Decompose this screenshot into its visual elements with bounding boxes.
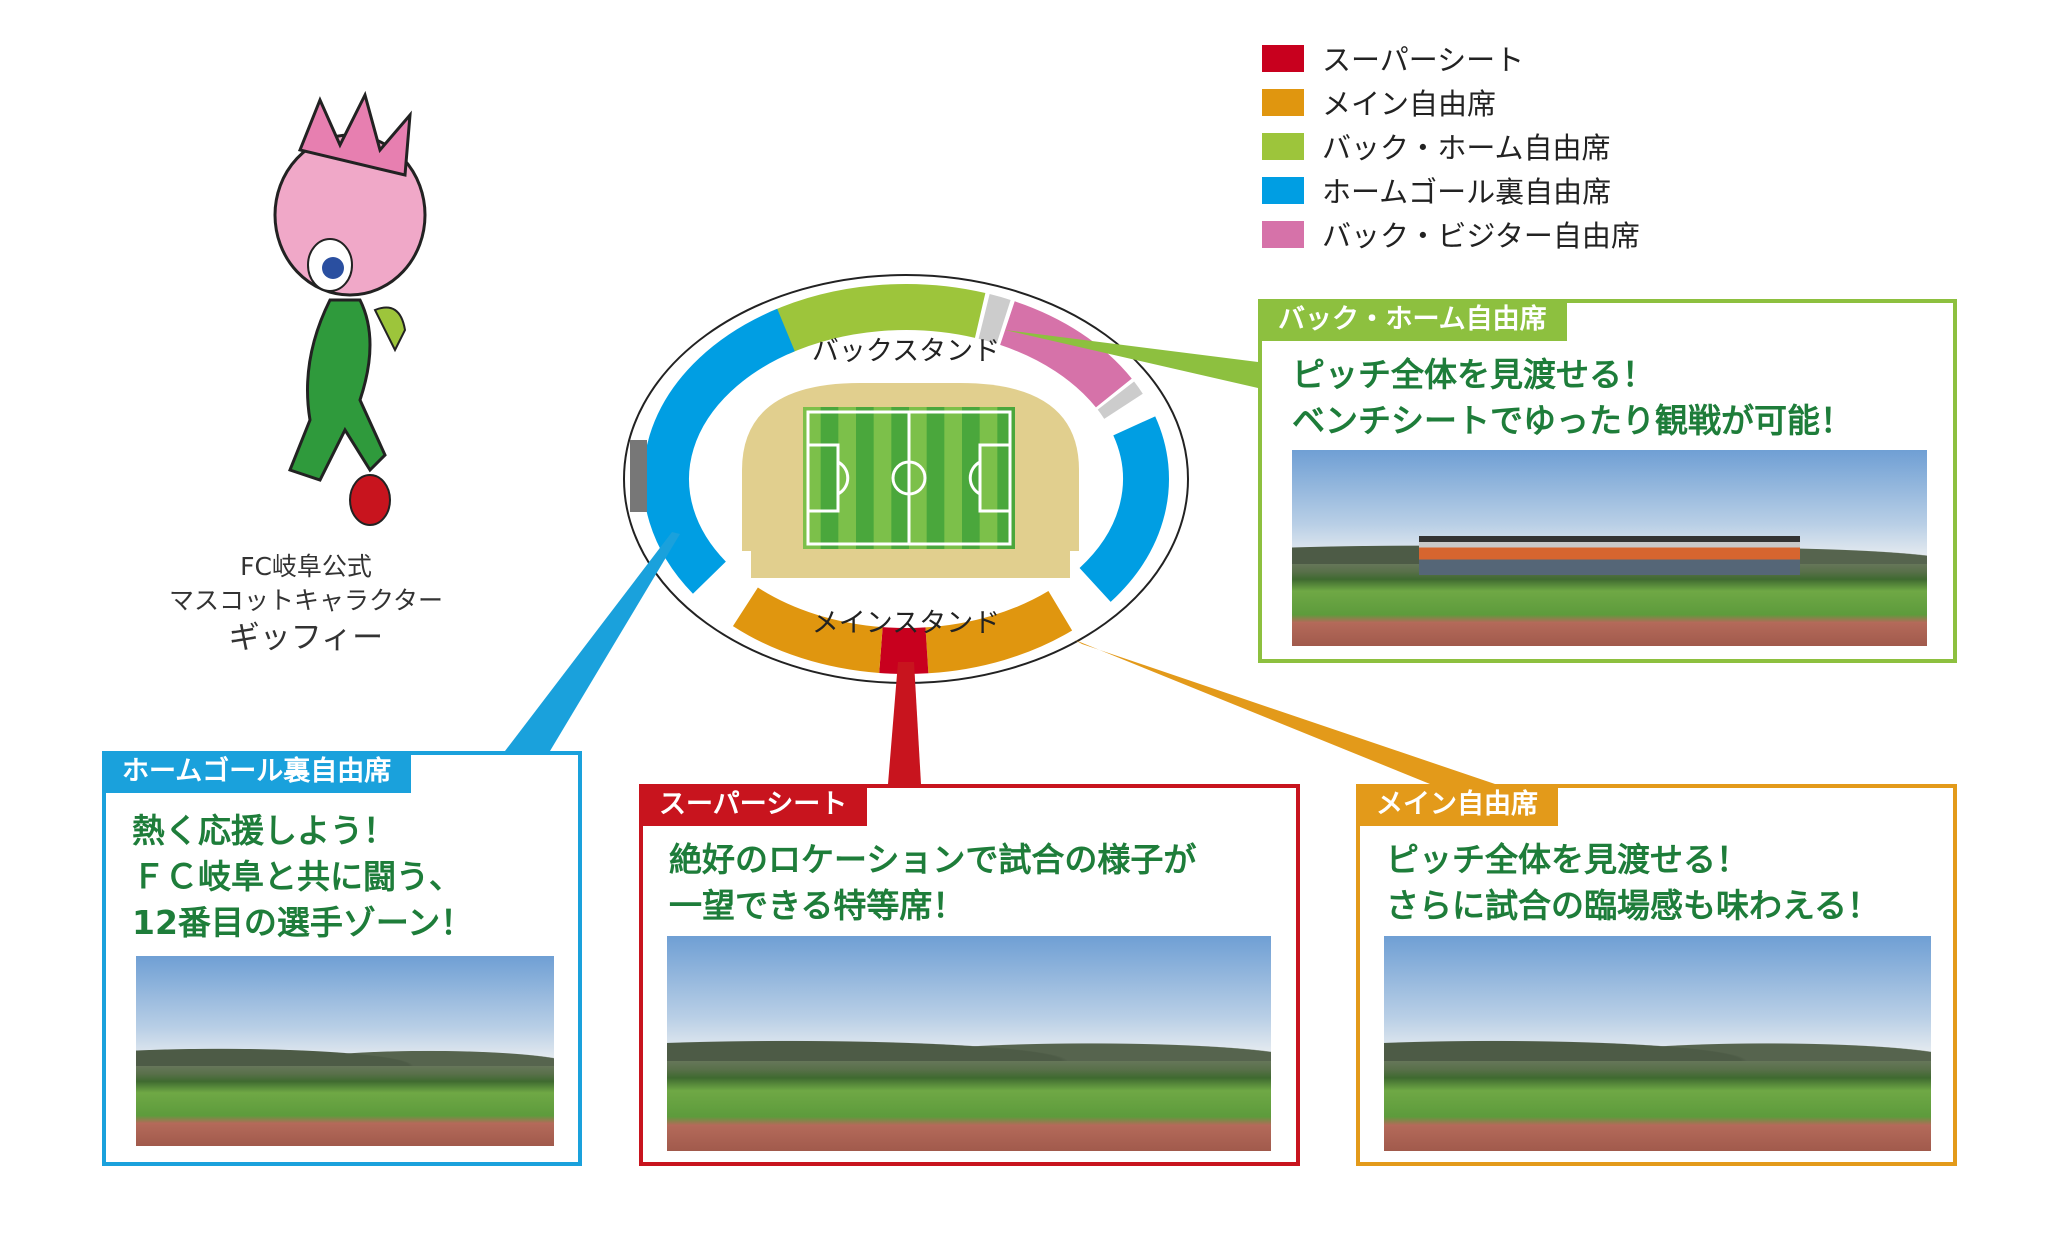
gap-gray (978, 294, 1011, 344)
photo-home-goal-view (136, 956, 554, 1146)
card-main: メイン自由席 ピッチ全体を見渡せる！ さらに試合の臨場感も味わえる！ (1356, 784, 1957, 1166)
back-stand-label: バックスタンド (812, 336, 1000, 367)
swatch (1262, 220, 1304, 248)
card-title: スーパーシート (639, 784, 868, 826)
pitch-stripe (873, 407, 892, 549)
legend-item-super: スーパーシート (1262, 36, 1640, 80)
stand-back-visitor (999, 301, 1132, 408)
stand-home-goal-right (1079, 416, 1169, 602)
pitch-stripe (979, 407, 998, 549)
mascot-giffy-illustration (273, 90, 427, 526)
seat-legend: スーパーシート メイン自由席 バック・ホーム自由席 ホームゴール裏自由席 バック… (1262, 36, 1640, 256)
pitch-stripe (944, 407, 962, 549)
card-back-home: バック・ホーム自由席 ピッチ全体を見渡せる！ ベンチシートでゆったり観戦が可能！ (1258, 299, 1957, 663)
swatch (1262, 176, 1304, 204)
pitch-stripe (909, 407, 927, 549)
swatch (1262, 88, 1304, 116)
legend-item-back-visitor: バック・ビジター自由席 (1262, 212, 1640, 256)
gap-gray (1097, 381, 1143, 420)
card-title: バック・ホーム自由席 (1258, 299, 1567, 341)
card-super-seat: スーパーシート 絶好のロケーションで試合の様子が 一望できる特等席！ (639, 784, 1300, 1166)
legend-item-home-goal: ホームゴール裏自由席 (1262, 168, 1640, 212)
stand-back-home (769, 284, 986, 355)
stand-home-goal-left (643, 308, 795, 594)
pointer-back-home (1005, 330, 1258, 388)
pointer-super (888, 662, 921, 784)
pitch-stripe (803, 407, 821, 549)
swatch (1262, 44, 1304, 72)
legend-item-main: メイン自由席 (1262, 80, 1640, 124)
photo-back-home-view (1292, 450, 1927, 646)
card-home-goal: ホームゴール裏自由席 熱く応援しよう！ ＦＣ岐阜と共に闘う、 12番目の選手ゾー… (102, 751, 582, 1166)
stand-main-left (732, 587, 883, 673)
legend-item-back-home: バック・ホーム自由席 (1262, 124, 1640, 168)
stand-main-right (925, 590, 1073, 674)
stand-super-seat (879, 627, 929, 674)
pointer-home-goal (505, 532, 680, 751)
photo-super-seat-view (667, 936, 1271, 1151)
main-stand-base (751, 551, 1070, 578)
main-stand-label: メインスタンド (812, 608, 1000, 639)
swatch (1262, 132, 1304, 160)
scoreboard (630, 440, 647, 512)
card-title: ホームゴール裏自由席 (102, 751, 412, 793)
mascot-caption: FC岐阜公式 マスコットキャラクター ギッフィー (168, 552, 443, 656)
photo-main-view (1384, 936, 1931, 1151)
card-title: メイン自由席 (1356, 784, 1558, 826)
